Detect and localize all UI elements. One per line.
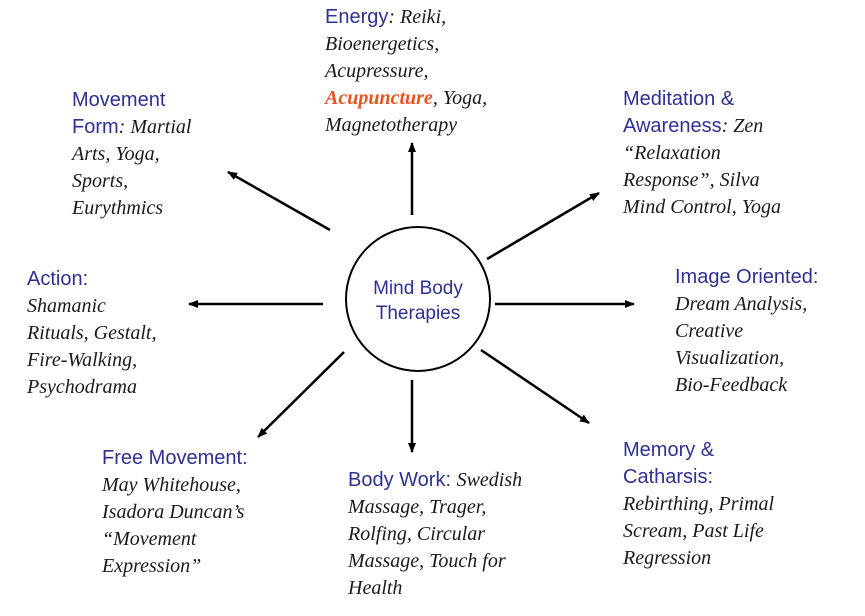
image-oriented-line-4: Visualization, xyxy=(675,347,785,369)
free-movement-line-5: Expression” xyxy=(102,555,202,577)
node-meditation: Meditation & Awareness: Zen “Relaxation … xyxy=(623,86,781,221)
action-line-3: Rituals, Gestalt, xyxy=(27,322,157,344)
action-line-5: Psychodrama xyxy=(27,376,137,398)
movement-form-line-2: : Martial xyxy=(118,116,192,138)
arrow-up-right xyxy=(486,191,600,261)
meditation-heading-1: Meditation & xyxy=(623,88,735,110)
arrow-up-left xyxy=(227,170,331,232)
body-work-line-1: Swedish xyxy=(456,469,523,491)
node-movement-form: Movement Form: Martial Arts, Yoga, Sport… xyxy=(72,87,191,222)
movement-form-line-4: Sports, xyxy=(72,170,129,192)
free-movement-line-2: May Whitehouse, xyxy=(102,474,241,496)
center-line-1: Mind Body xyxy=(373,278,463,299)
movement-form-heading-2: Form xyxy=(72,116,119,138)
node-action: Action: Shamanic Rituals, Gestalt, Fire-… xyxy=(27,266,156,401)
body-work-heading: Body Work xyxy=(348,469,446,491)
arrow-down-right xyxy=(480,348,590,425)
energy-line-4: , Yoga, xyxy=(432,87,488,109)
body-work-line-5: Health xyxy=(348,577,403,599)
meditation-line-3: “Relaxation xyxy=(623,142,721,164)
movement-form-line-5: Eurythmics xyxy=(72,197,164,219)
memory-heading-1: Memory & xyxy=(623,439,715,461)
memory-line-5: Regression xyxy=(623,547,712,569)
arrow-down-left xyxy=(257,351,345,438)
memory-line-3: Rebirthing, Primal xyxy=(623,493,775,515)
energy-heading: Energy xyxy=(325,6,389,28)
energy-line-1: : Reiki, xyxy=(388,6,447,28)
node-memory: Memory & Catharsis: Rebirthing, Primal S… xyxy=(623,437,774,572)
free-movement-heading: Free Movement xyxy=(102,447,243,469)
body-work-colon: : xyxy=(445,469,457,491)
body-work-line-3: Rolfing, Circular xyxy=(348,523,486,545)
center-circle xyxy=(345,226,491,372)
meditation-line-5: Mind Control, Yoga xyxy=(623,196,781,218)
image-oriented-heading: Image Oriented xyxy=(675,266,813,288)
free-movement-line-3: Isadora Duncan’s xyxy=(102,501,245,523)
image-oriented-line-5: Bio-Feedback xyxy=(675,374,788,396)
memory-line-4: Scream, Past Life xyxy=(623,520,764,542)
energy-line-2: Bioenergetics, xyxy=(325,33,440,55)
action-colon: : xyxy=(82,268,89,290)
meditation-line-2: : Zen xyxy=(721,115,764,137)
node-image-oriented: Image Oriented: Dream Analysis, Creative… xyxy=(675,264,818,399)
body-work-line-4: Massage, Touch for xyxy=(348,550,506,572)
action-line-4: Fire-Walking, xyxy=(27,349,138,371)
memory-heading-2: Catharsis xyxy=(623,466,708,488)
action-heading: Action xyxy=(27,268,83,290)
free-movement-line-4: “Movement xyxy=(102,528,197,550)
node-body-work: Body Work: Swedish Massage, Trager, Rolf… xyxy=(348,467,522,602)
action-line-2: Shamanic xyxy=(27,295,106,317)
memory-colon: : xyxy=(707,466,714,488)
center-line-2: Therapies xyxy=(375,303,461,324)
movement-form-line-3: Arts, Yoga, xyxy=(72,143,160,165)
movement-form-heading-1: Movement xyxy=(72,89,166,111)
energy-line-3: Acupressure, xyxy=(325,60,429,82)
body-work-line-2: Massage, Trager, xyxy=(348,496,487,518)
node-free-movement: Free Movement: May Whitehouse, Isadora D… xyxy=(102,445,248,580)
energy-highlight-acupuncture: Acupuncture xyxy=(325,87,433,109)
meditation-line-4: Response”, Silva xyxy=(623,169,760,191)
image-oriented-line-2: Dream Analysis, xyxy=(675,293,808,315)
meditation-heading-2: Awareness xyxy=(623,115,722,137)
node-energy: Energy: Reiki, Bioenergetics, Acupressur… xyxy=(325,4,487,139)
free-movement-colon: : xyxy=(242,447,248,469)
energy-line-5: Magnetotherapy xyxy=(325,114,458,136)
center-label: Mind Body Therapies xyxy=(348,276,488,326)
image-oriented-colon: : xyxy=(812,266,819,288)
image-oriented-line-3: Creative xyxy=(675,320,744,342)
